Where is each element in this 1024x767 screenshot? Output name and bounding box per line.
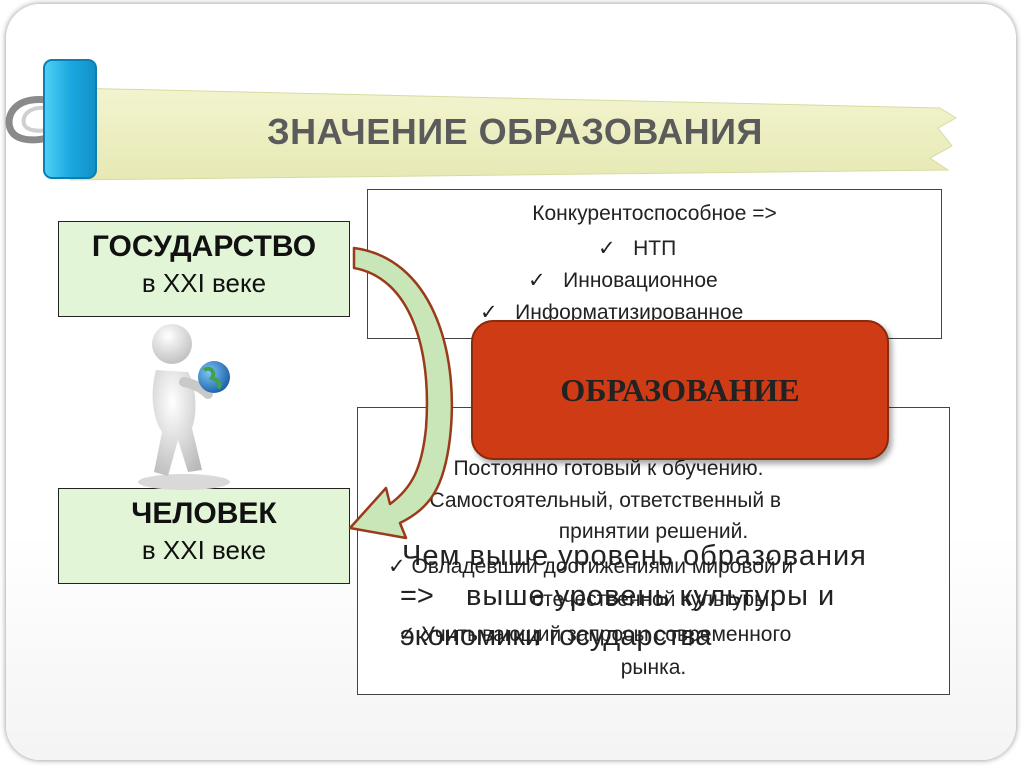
person-box-subtitle: в XXI веке: [141, 535, 267, 565]
state-box-title: ГОСУДАРСТВО: [91, 230, 317, 263]
check-icon: ✓: [598, 237, 616, 260]
person-list-item-cont: принятии решений.: [558, 520, 749, 543]
state-list-item: ✓ НТП: [598, 237, 677, 260]
education-box: ОБРАЗОВАНИЕ: [471, 320, 889, 460]
state-list-header: Конкурентоспособное =>: [532, 202, 777, 225]
person-box: ЧЕЛОВЕК в XXI веке: [58, 488, 350, 584]
check-icon: ✓: [398, 623, 416, 646]
person-list-item: ✓ Учитывающий запросы современного: [398, 623, 792, 646]
check-icon: ✓: [388, 555, 406, 578]
person-globe-icon: [138, 324, 230, 490]
check-icon: ✓: [528, 269, 546, 292]
check-icon: ✓: [480, 301, 498, 324]
person-box-title: ЧЕЛОВЕК: [131, 497, 277, 530]
page-title: ЗНАЧЕНИЕ ОБРАЗОВАНИЯ: [267, 111, 763, 152]
person-list-item-cont: рынка.: [620, 656, 687, 679]
state-list-box: Конкурентоспособное => ✓ НТП ✓ Инновацио…: [367, 189, 942, 339]
state-box-subtitle: в XXI веке: [141, 268, 267, 298]
arrow-icon: [348, 246, 454, 540]
person-list-item-cont: отечественной культуры.: [531, 588, 776, 611]
state-box: ГОСУДАРСТВО в XXI веке: [58, 221, 350, 317]
person-list-item: ✓ Овладевший достижениями мировой и: [388, 555, 794, 578]
education-label: ОБРАЗОВАНИЕ: [560, 371, 800, 408]
state-list-item: ✓ Информатизированное: [480, 301, 744, 324]
state-list-item: ✓ Инновационное: [528, 269, 718, 292]
